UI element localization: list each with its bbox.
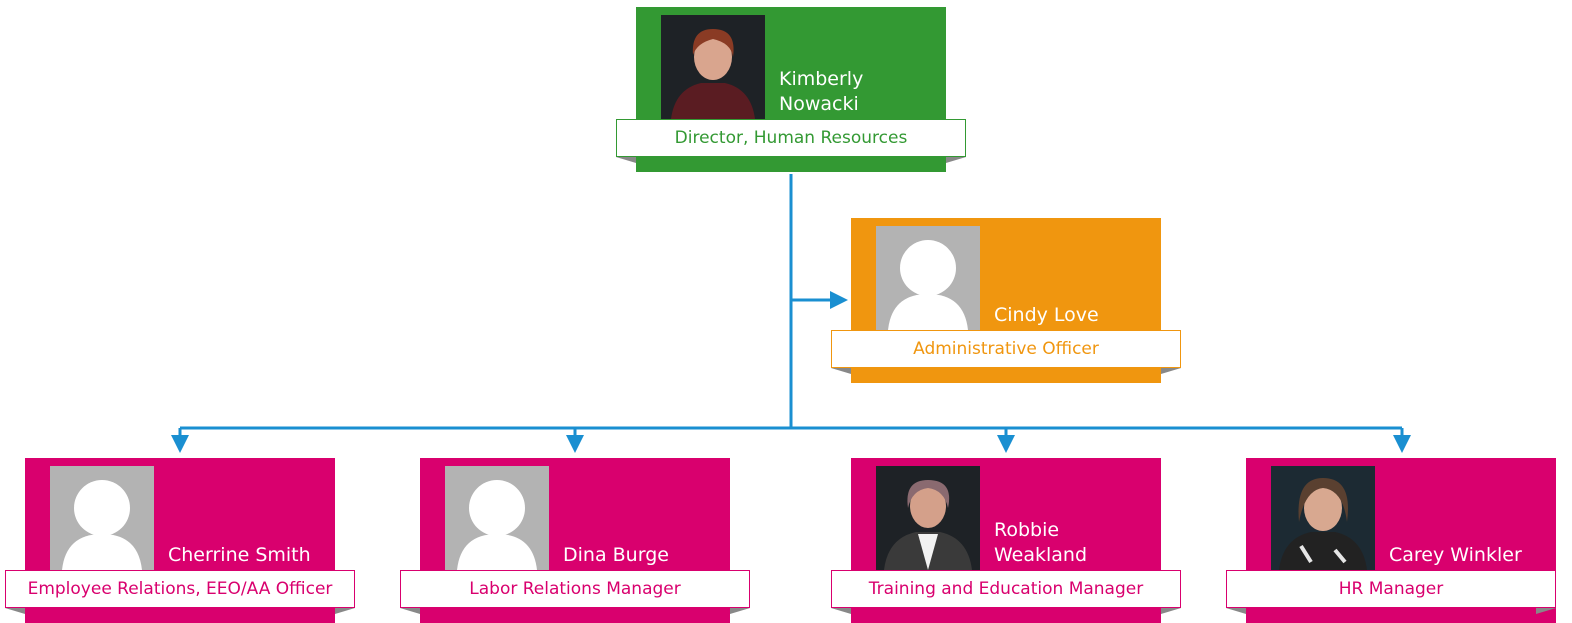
director-photo [661, 15, 765, 119]
report-name-4: Carey Winkler [1389, 544, 1522, 566]
admin-title: Administrative Officer [831, 330, 1181, 368]
director-title: Director, Human Resources [616, 119, 966, 157]
report-name-1: Cherrine Smith [168, 544, 311, 566]
report-name-3: Robbie Weakland [994, 519, 1088, 566]
report-title-ribbon-2: Labor Relations Manager [400, 570, 750, 614]
portrait-image [661, 15, 765, 119]
report-photo-2 [445, 466, 549, 570]
report-title-1: Employee Relations, EEO/AA Officer [5, 570, 355, 608]
report-name-2: Dina Burge [563, 544, 669, 566]
portrait-image [876, 466, 980, 570]
report-title-4: HR Manager [1226, 570, 1556, 608]
report-card-4[interactable]: Carey Winkler HR Manager [1226, 458, 1556, 623]
director-title-ribbon: Director, Human Resources [616, 119, 966, 163]
report-photo-1 [50, 466, 154, 570]
report-title-ribbon-4: HR Manager [1226, 570, 1556, 614]
report-card-3[interactable]: Robbie Weakland Training and Education M… [831, 458, 1181, 623]
admin-card[interactable]: Cindy Love Administrative Officer [831, 218, 1181, 383]
portrait-image [1271, 466, 1375, 570]
admin-title-ribbon: Administrative Officer [831, 330, 1181, 374]
report-title-3: Training and Education Manager [831, 570, 1181, 608]
person-placeholder-icon [445, 466, 549, 570]
report-title-ribbon-3: Training and Education Manager [831, 570, 1181, 614]
report-photo-3 [876, 466, 980, 570]
report-title-2: Labor Relations Manager [400, 570, 750, 608]
report-title-ribbon-1: Employee Relations, EEO/AA Officer [5, 570, 355, 614]
director-card[interactable]: Kimberly Nowacki Director, Human Resourc… [616, 7, 966, 172]
person-placeholder-icon [876, 226, 980, 330]
director-name: Kimberly Nowacki [779, 68, 864, 115]
report-card-1[interactable]: Cherrine Smith Employee Relations, EEO/A… [5, 458, 355, 623]
admin-photo [876, 226, 980, 330]
report-photo-4 [1271, 466, 1375, 570]
report-card-2[interactable]: Dina Burge Labor Relations Manager [400, 458, 750, 623]
admin-name: Cindy Love [994, 304, 1099, 326]
person-placeholder-icon [50, 466, 154, 570]
